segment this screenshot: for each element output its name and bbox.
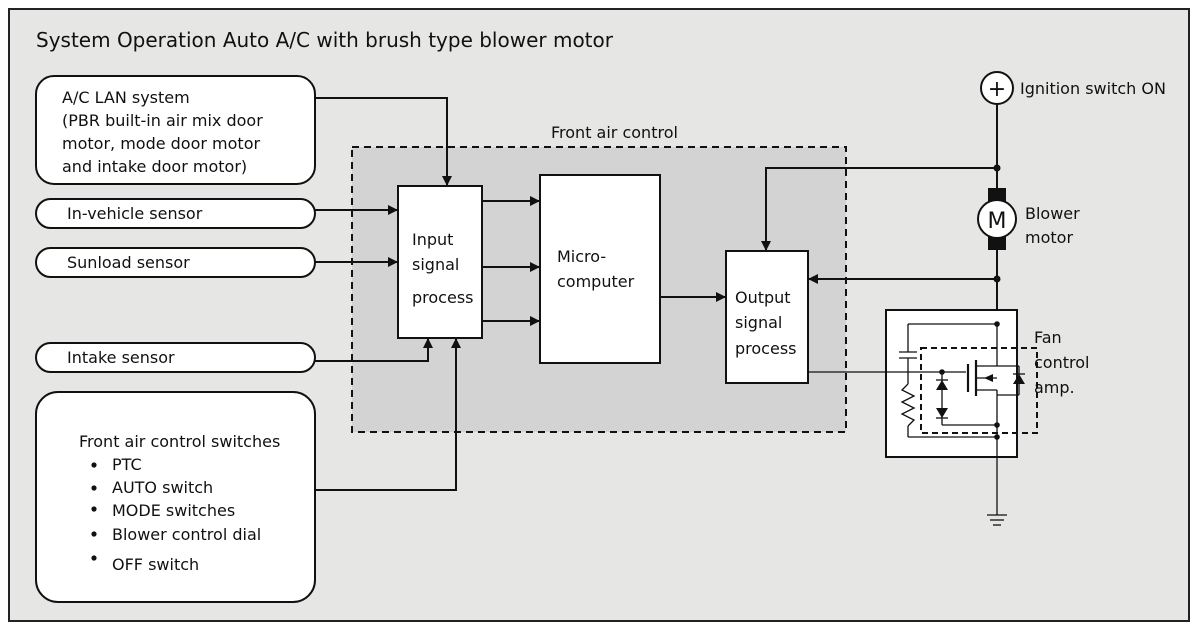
output-line-1: Output [735, 288, 791, 307]
fan-amp-line-1: Fan [1034, 328, 1062, 347]
ignition-switch: + Ignition switch ON [980, 71, 1166, 105]
fan-amp-circuit-icon [808, 321, 1038, 515]
ignition-symbol: + [988, 77, 1006, 102]
intake-sensor-label: Intake sensor [67, 348, 175, 367]
input-line-2: signal [412, 255, 459, 274]
intake-arrow [315, 338, 433, 362]
micro-line-2: computer [557, 272, 635, 291]
lan-to-input-arrow [315, 97, 452, 186]
switch-item-ptc: PTC [112, 455, 142, 474]
switch-item-auto: AUTO switch [112, 478, 213, 497]
micro-line-1: Micro- [557, 247, 606, 266]
bullet-icon [91, 462, 97, 468]
power-rail [993, 104, 1001, 310]
ignition-label: Ignition switch ON [1020, 79, 1166, 98]
output-signal-process-block: Output signal process [725, 250, 809, 384]
sunload-sensor: Sunload sensor [35, 247, 316, 278]
fan-amp-line-2: control [1034, 353, 1089, 372]
intake-sensor: Intake sensor [35, 342, 316, 373]
blower-motor: M Blower motor [977, 188, 1080, 250]
diagram-title: System Operation Auto A/C with brush typ… [36, 28, 614, 52]
switch-item-blower-dial: Blower control dial [112, 525, 261, 544]
plus-icon [980, 71, 1014, 105]
switch-item-off: OFF switch [112, 555, 199, 574]
input-signal-process-block: Input signal process [397, 185, 483, 339]
output-line-2: signal [735, 313, 782, 332]
blower-line-1: Blower [1025, 204, 1080, 223]
front-air-control-switches-box: Front air control switches PTC AUTO swit… [35, 391, 316, 603]
blower-line-2: motor [1025, 228, 1073, 247]
ignition-feedback-arrow [761, 167, 997, 251]
sunload-sensor-label: Sunload sensor [67, 253, 190, 272]
switches-arrow [315, 338, 461, 491]
bullet-icon [91, 555, 97, 561]
front-air-control-label: Front air control [551, 123, 678, 142]
fan-amp-line-3: amp. [1034, 378, 1075, 397]
bullet-icon [91, 531, 97, 537]
bullet-icon [91, 506, 97, 512]
switch-item-mode: MODE switches [112, 501, 235, 520]
ac-lan-system-box: A/C LAN system (PBR built-in air mix doo… [35, 75, 316, 185]
microcomputer-block: Micro- computer [539, 174, 661, 364]
lan-line-3: motor, mode door motor [62, 134, 260, 153]
switches-heading: Front air control switches [79, 432, 280, 451]
fan-control-amp: Fan control amp. [808, 309, 1089, 515]
in-vehicle-sensor: In-vehicle sensor [35, 198, 316, 229]
motor-icon [977, 199, 1017, 239]
in-vehicle-sensor-label: In-vehicle sensor [67, 204, 203, 223]
lan-line-1: A/C LAN system [62, 88, 190, 107]
input-line-3: process [412, 288, 473, 307]
lan-line-2: (PBR built-in air mix door [62, 111, 263, 130]
lan-line-4: and intake door motor) [62, 157, 247, 176]
output-line-3: process [735, 339, 796, 358]
ground-icon [987, 514, 1007, 526]
bullet-icon [91, 485, 97, 491]
motor-symbol: M [988, 209, 1007, 234]
signal-connectors [315, 97, 997, 491]
input-line-1: Input [412, 230, 453, 249]
